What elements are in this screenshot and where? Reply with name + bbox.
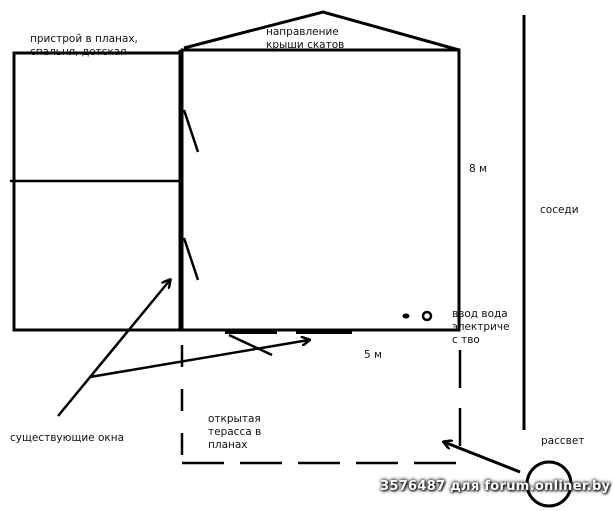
terrace-label: открытая терасса в планах — [208, 413, 262, 451]
sunrise-arrow — [444, 442, 521, 474]
length-label: 8 м — [469, 163, 487, 175]
watermark: 3576487 для forum.onliner.by — [380, 479, 611, 494]
window-arrow — [57, 280, 170, 417]
sun-icon — [525, 460, 573, 508]
window-mark — [182, 109, 200, 153]
electricity-inlet-icon — [421, 310, 433, 322]
extension-label: пристрой в планах, спальня, детская — [30, 33, 138, 58]
window-arrow — [89, 340, 309, 379]
neighbors-label: соседи — [540, 204, 579, 216]
water-inlet-icon — [402, 313, 410, 319]
window-mark — [182, 237, 200, 281]
roof-label: направление крыши скатов — [266, 26, 345, 51]
roof — [183, 10, 460, 52]
width-label: 5 м — [364, 349, 382, 361]
utilities-label: ввод вода электричес тво — [452, 308, 510, 346]
windows-label: существующие окна — [10, 432, 125, 444]
extension-outline — [12, 51, 183, 332]
sunrise-label: рассвет — [541, 435, 585, 447]
door-swing — [228, 333, 273, 357]
house-outline — [180, 48, 461, 332]
